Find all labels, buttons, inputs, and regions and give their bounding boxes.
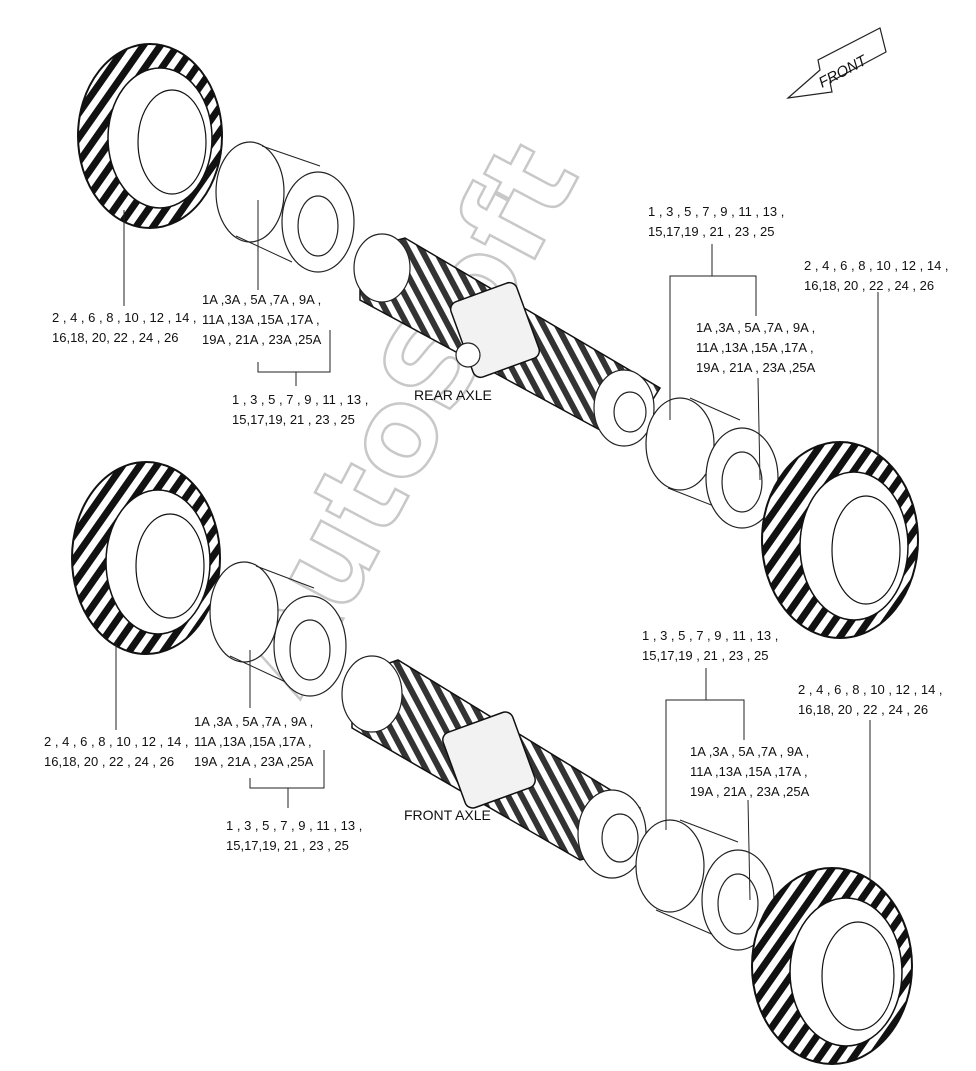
callout-front-left-rim: 1 , 3 , 5 , 7 , 9 , 11 , 13 , 15,17,19, … (226, 818, 362, 853)
callout-rear-left-rim: 1 , 3 , 5 , 7 , 9 , 11 , 13 , 15,17,19, … (232, 392, 368, 427)
front-left-tire (71, 461, 221, 655)
callout-line: 1A ,3A , 5A ,7A , 9A , (202, 292, 321, 307)
callout-rear-left-valve: 1A ,3A , 5A ,7A , 9A , 11A ,13A ,15A ,17… (202, 292, 322, 347)
rear-right-tire (761, 441, 919, 639)
callout-line: 19A , 21A , 23A ,25A (194, 754, 314, 769)
rear-right-rim (645, 397, 779, 529)
callout-line: 1 , 3 , 5 , 7 , 9 , 11 , 13 , (232, 392, 368, 407)
callout-front-right-valve: 1A ,3A , 5A ,7A , 9A , 11A ,13A ,15A ,17… (690, 744, 810, 799)
callout-line: 2 , 4 , 6 , 8 , 10 , 12 , 14 , (804, 258, 949, 273)
callout-line: 16,18, 20, 22 , 24 , 26 (52, 330, 179, 345)
callout-line: 2 , 4 , 6 , 8 , 10 , 12 , 14 , (798, 682, 943, 697)
front-axle-label: FRONT AXLE (404, 807, 491, 823)
callout-line: 16,18, 20 , 22 , 24 , 26 (798, 702, 928, 717)
callout-line: 2 , 4 , 6 , 8 , 10 , 12 , 14 , (52, 310, 197, 325)
callout-line: 15,17,19 , 21 , 23 , 25 (648, 224, 775, 239)
front-right-rim (635, 819, 775, 951)
callout-line: 19A , 21A , 23A ,25A (696, 360, 816, 375)
callout-line: 1A ,3A , 5A ,7A , 9A , (690, 744, 809, 759)
callout-line: 1A ,3A , 5A ,7A , 9A , (194, 714, 313, 729)
rear-axle-assembly (353, 233, 662, 447)
callout-front-right-rim: 1 , 3 , 5 , 7 , 9 , 11 , 13 , 15,17,19 ,… (642, 628, 778, 663)
rear-left-tire (77, 43, 223, 229)
front-direction-arrow: FRONT (786, 27, 887, 99)
callout-line: 11A ,13A ,15A ,17A , (696, 340, 814, 355)
arrow-left-icon (786, 27, 887, 99)
callout-line: 16,18, 20 , 22 , 24 , 26 (804, 278, 934, 293)
callout-line: 11A ,13A ,15A ,17A , (690, 764, 808, 779)
callout-line: 19A , 21A , 23A ,25A (202, 332, 322, 347)
callout-line: 19A , 21A , 23A ,25A (690, 784, 810, 799)
callout-line: 11A ,13A ,15A ,17A , (194, 734, 312, 749)
front-left-rim (209, 561, 347, 697)
callout-front-left-tire: 2 , 4 , 6 , 8 , 10 , 12 , 14 , 16,18, 20… (44, 734, 189, 769)
callout-line: 16,18, 20 , 22 , 24 , 26 (44, 754, 174, 769)
rear-left-rim (215, 141, 355, 273)
front-right-tire (751, 867, 913, 1065)
callout-rear-right-tire: 2 , 4 , 6 , 8 , 10 , 12 , 14 , 16,18, 20… (804, 258, 949, 293)
front-leader-lines (115, 640, 871, 901)
callout-line: 1 , 3 , 5 , 7 , 9 , 11 , 13 , (648, 204, 784, 219)
callout-front-left-valve: 1A ,3A , 5A ,7A , 9A , 11A ,13A ,15A ,17… (194, 714, 314, 769)
front-axle-assembly (341, 655, 647, 879)
callout-line: 11A ,13A ,15A ,17A , (202, 312, 320, 327)
callout-rear-right-rim: 1 , 3 , 5 , 7 , 9 , 11 , 13 , 15,17,19 ,… (648, 204, 784, 239)
callout-line: 15,17,19, 21 , 23 , 25 (226, 838, 349, 853)
callout-line: 1 , 3 , 5 , 7 , 9 , 11 , 13 , (226, 818, 362, 833)
callout-rear-right-valve: 1A ,3A , 5A ,7A , 9A , 11A ,13A ,15A ,17… (696, 320, 816, 375)
callout-line: 15,17,19 , 21 , 23 , 25 (642, 648, 769, 663)
callout-line: 2 , 4 , 6 , 8 , 10 , 12 , 14 , (44, 734, 189, 749)
callout-front-right-tire: 2 , 4 , 6 , 8 , 10 , 12 , 14 , 16,18, 20… (798, 682, 943, 717)
callout-line: 1A ,3A , 5A ,7A , 9A , (696, 320, 815, 335)
callout-line: 1 , 3 , 5 , 7 , 9 , 11 , 13 , (642, 628, 778, 643)
callout-rear-left-tire: 2 , 4 , 6 , 8 , 10 , 12 , 14 , 16,18, 20… (52, 310, 197, 345)
rear-axle-label: REAR AXLE (414, 387, 492, 403)
callout-line: 15,17,19, 21 , 23 , 25 (232, 412, 355, 427)
rear-leader-lines (123, 200, 879, 481)
